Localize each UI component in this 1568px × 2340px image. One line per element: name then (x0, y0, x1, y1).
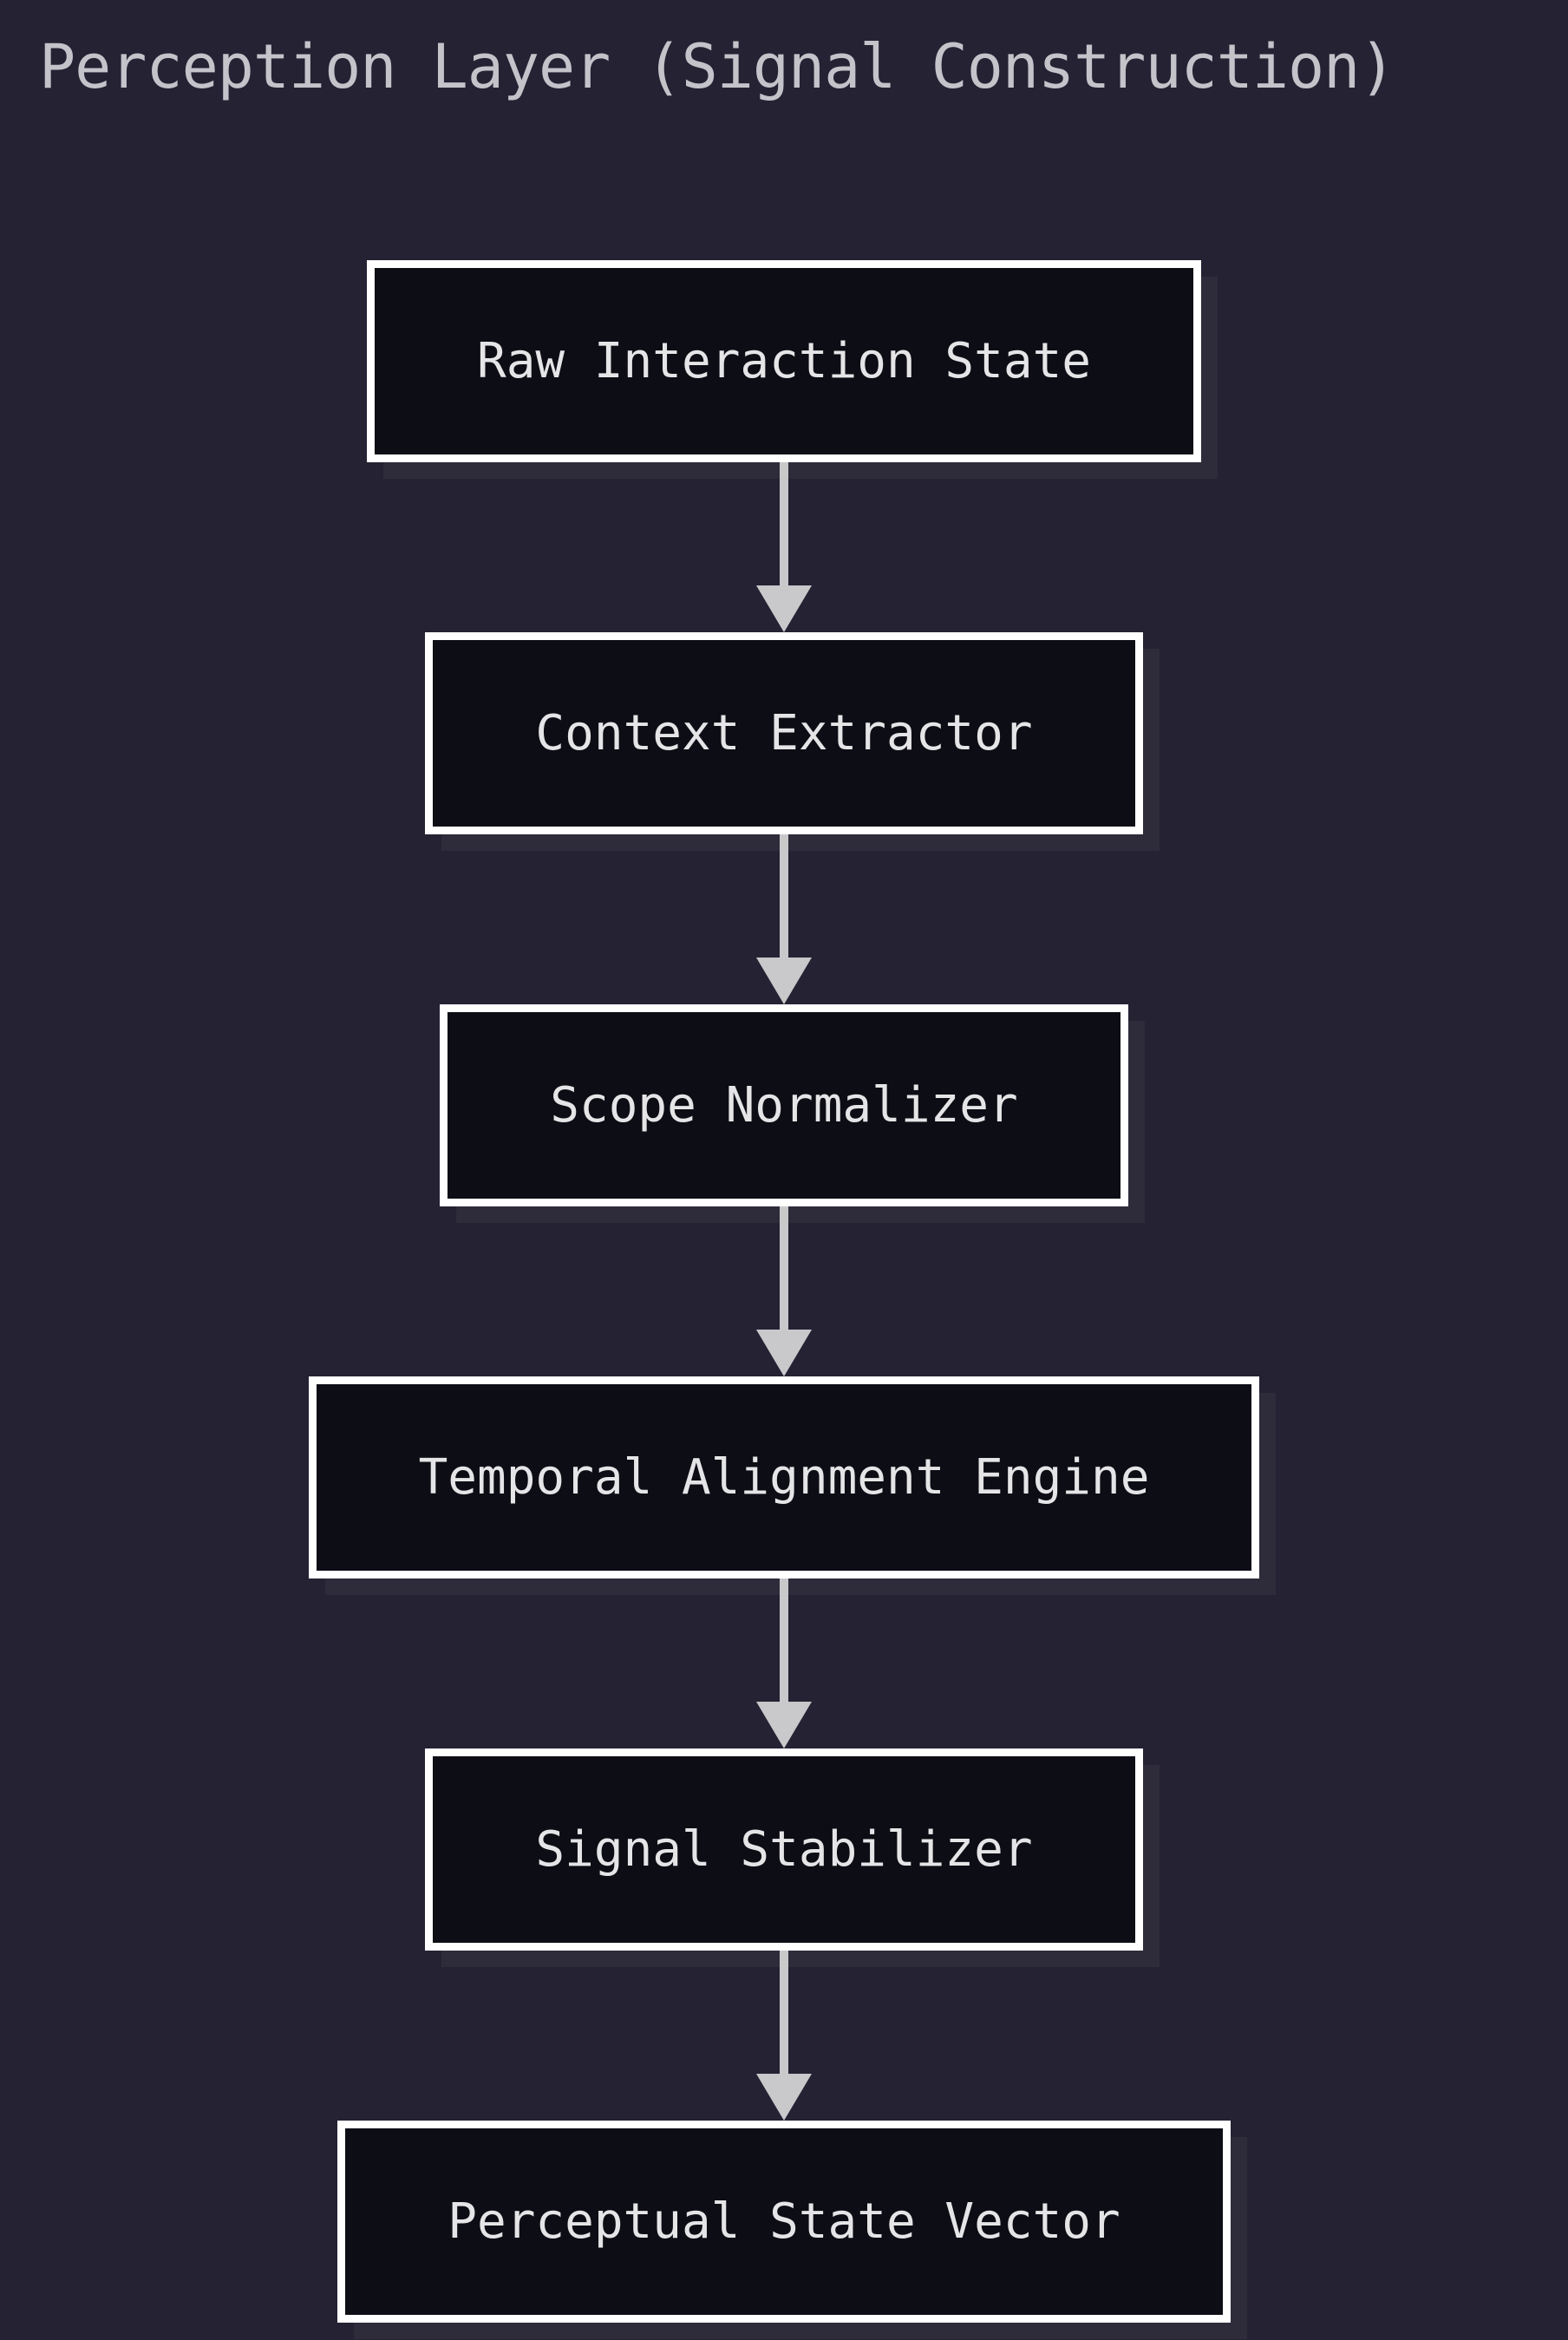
arrow-down-icon (756, 1206, 812, 1376)
arrow-head-icon (756, 1330, 812, 1376)
arrow-head-icon (756, 1702, 812, 1748)
arrow-down-icon (756, 834, 812, 1004)
arrow-shaft (780, 1206, 788, 1330)
arrow-head-icon (756, 585, 812, 632)
flow-node-context-extractor: Context Extractor (425, 632, 1143, 834)
arrow-shaft (780, 834, 788, 958)
flow-node-scope-normalizer: Scope Normalizer (440, 1004, 1128, 1206)
node-label: Context Extractor (535, 705, 1033, 761)
flow-node-temporal-alignment-engine: Temporal Alignment Engine (308, 1376, 1260, 1579)
flow-node-perceptual-state-vector: Perceptual State Vector (337, 2121, 1231, 2323)
node-label: Signal Stabilizer (535, 1821, 1033, 1878)
node-label: Temporal Alignment Engine (418, 1449, 1150, 1506)
flow-node-raw-interaction-state: Raw Interaction State (366, 260, 1201, 462)
arrow-shaft (780, 462, 788, 585)
node-label: Perceptual State Vector (448, 2193, 1120, 2250)
arrow-head-icon (756, 2074, 812, 2121)
arrow-head-icon (756, 958, 812, 1004)
node-label: Raw Interaction State (476, 333, 1091, 389)
arrow-down-icon (756, 1579, 812, 1748)
flow-node-signal-stabilizer: Signal Stabilizer (425, 1748, 1143, 1951)
arrow-down-icon (756, 462, 812, 632)
diagram-title: Perception Layer (Signal Construction) (39, 31, 1395, 102)
node-label: Scope Normalizer (550, 1077, 1018, 1134)
arrow-down-icon (756, 1951, 812, 2121)
flowchart: Raw Interaction State Context Extractor … (0, 260, 1568, 2323)
arrow-shaft (780, 1951, 788, 2074)
arrow-shaft (780, 1579, 788, 1702)
